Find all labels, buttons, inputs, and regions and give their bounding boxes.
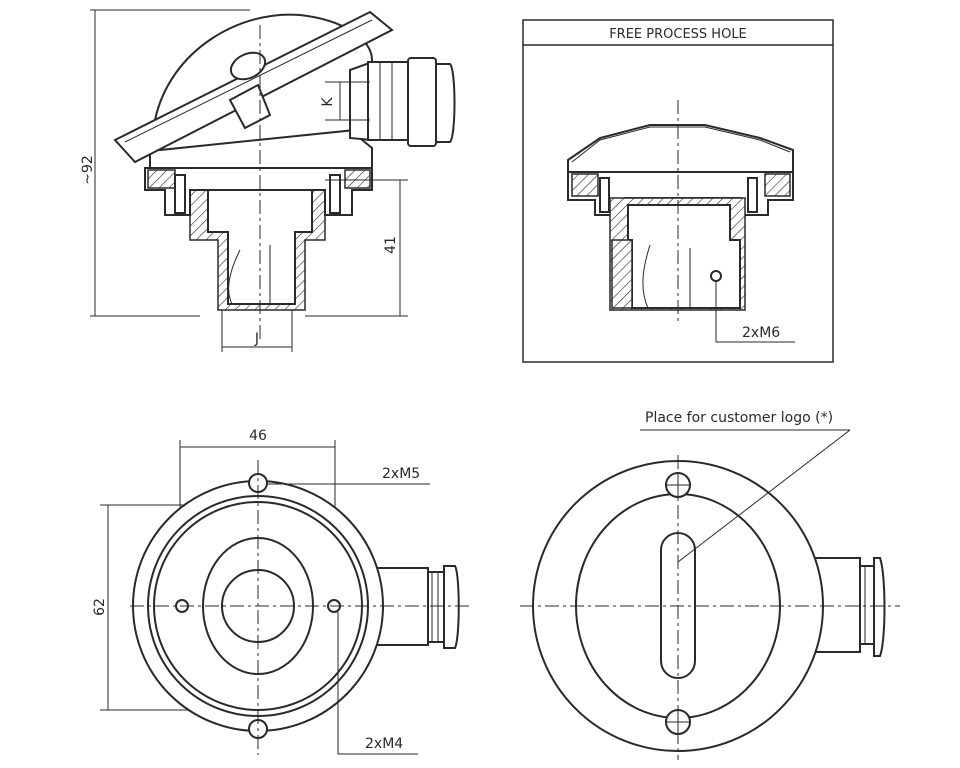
side-section-view: ~92 K (80, 9, 456, 352)
callout-m5: 2xM5 (382, 466, 420, 482)
cable-gland (367, 61, 409, 141)
free-process-hole-panel: FREE PROCESS HOLE 2xM6 (522, 19, 834, 363)
bottom-view-open: 46 62 2xM5 2xM4 (92, 428, 470, 755)
dim-k: K (320, 97, 336, 107)
panel-title: FREE PROCESS HOLE (609, 27, 747, 42)
dim-j: J (254, 331, 259, 347)
dim-width-46: 46 (249, 428, 267, 444)
dim-height-total: ~92 (80, 155, 96, 185)
dim-height-lower: 41 (383, 236, 399, 254)
callout-logo: Place for customer logo (*) (645, 410, 833, 426)
callout-m4: 2xM4 (365, 736, 403, 752)
callout-m6: 2xM6 (742, 325, 780, 341)
dim-height-62: 62 (92, 598, 108, 616)
bottom-view-closed: Place for customer logo (*) (520, 410, 900, 760)
